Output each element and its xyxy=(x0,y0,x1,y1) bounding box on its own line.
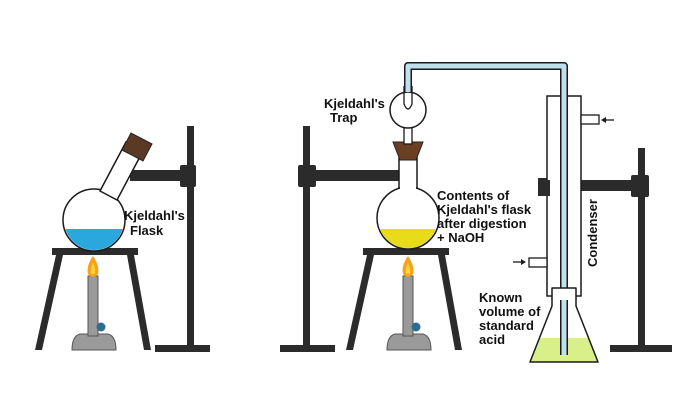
right-ring-stand-1 xyxy=(280,126,400,352)
left-setup: Kjeldahl's Flask xyxy=(35,126,210,352)
left-kjeldahl-flask xyxy=(62,132,153,252)
trap-label: Kjeldahl's Trap xyxy=(324,96,389,125)
water-flow-arrows xyxy=(513,117,614,265)
condenser-label: Condenser xyxy=(585,199,600,267)
water-inlet-arrow-icon xyxy=(513,259,526,265)
left-bunsen-burner xyxy=(71,256,117,351)
left-blue-liquid xyxy=(64,229,124,250)
flask-label: Kjeldahl's Flask xyxy=(124,208,189,238)
kjeldahl-trap xyxy=(389,86,427,161)
standard-acid-label: Known volume of standard acid xyxy=(479,290,544,347)
right-yellow-liquid xyxy=(378,229,438,248)
right-kjeldahl-flask xyxy=(376,157,440,250)
left-cork-stopper xyxy=(121,132,153,162)
trap-funnel-stopper xyxy=(392,141,424,161)
left-ring-stand xyxy=(130,126,210,352)
contents-label: Contents of Kjeldahl's flask after diges… xyxy=(437,188,535,245)
water-outlet-arrow-icon xyxy=(601,117,614,123)
conical-receiving-flask xyxy=(529,287,599,363)
right-setup: Kjeldahl's Trap Contents of Kjeldahl's f… xyxy=(280,62,672,363)
right-tripod xyxy=(346,248,462,350)
right-bunsen-burner xyxy=(386,256,432,351)
condenser xyxy=(528,90,600,300)
